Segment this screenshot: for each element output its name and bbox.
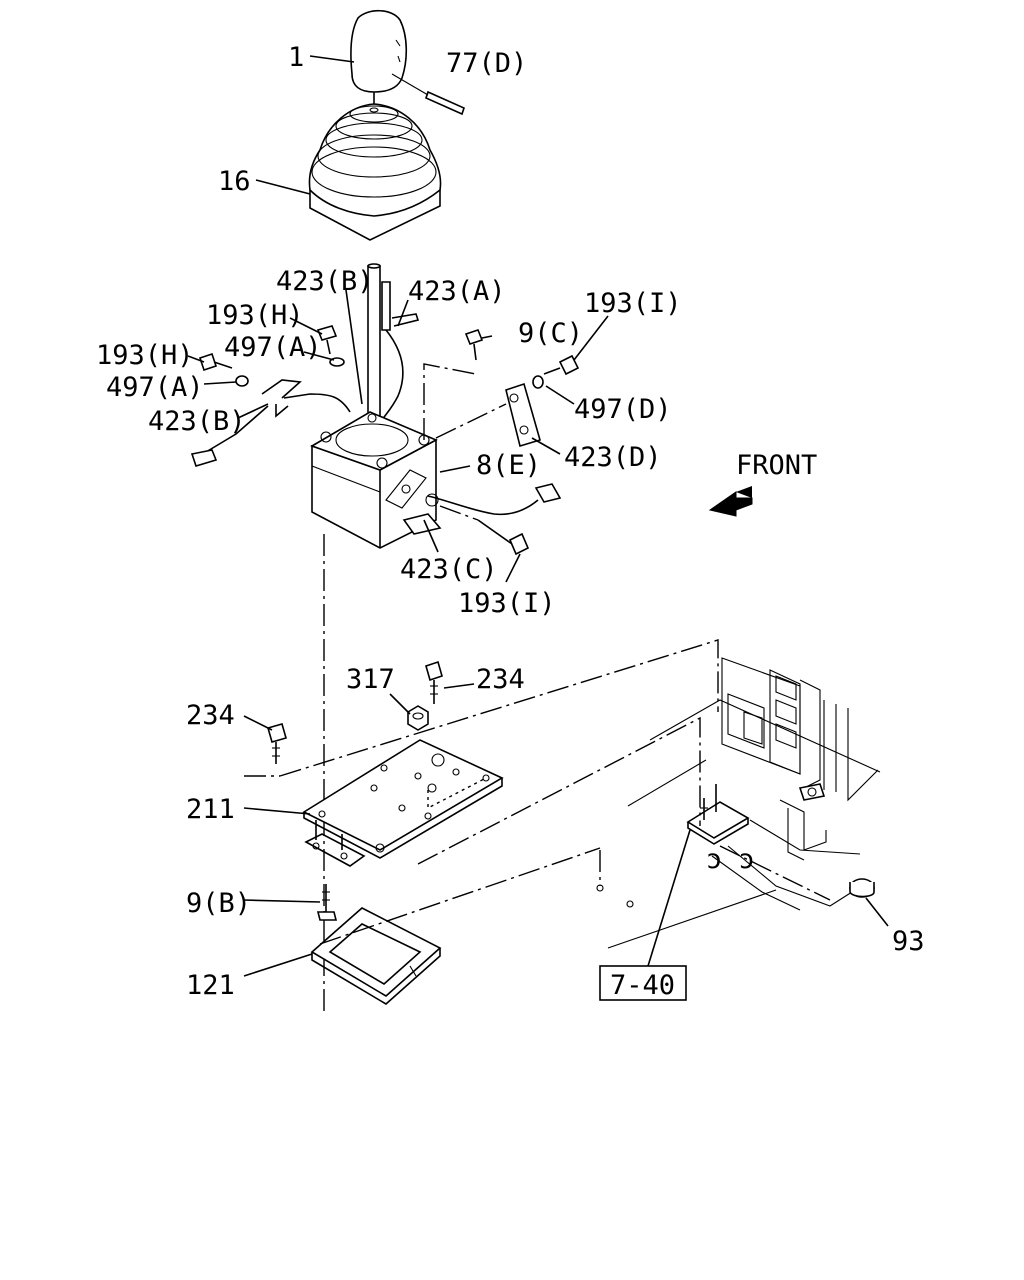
- front-arrow: [708, 486, 753, 517]
- lever-shaft: [190, 263, 420, 467]
- label-234-left: 234: [186, 700, 235, 731]
- valve-body: [310, 411, 562, 549]
- label-121: 121: [186, 970, 235, 1001]
- label-93: 93: [892, 926, 925, 957]
- bracket-423d: [505, 382, 541, 448]
- washer-497a-b: [235, 375, 249, 387]
- label-497a-a: 497(A): [224, 332, 322, 363]
- cab-floor: ɔ ɔ: [279, 639, 881, 949]
- plug-93: [849, 878, 875, 898]
- boot: [308, 103, 442, 241]
- label-423b-left: 423(B): [148, 406, 246, 437]
- bolt-9b: [316, 884, 338, 921]
- label-1: 1: [288, 42, 304, 73]
- label-193h-a: 193(H): [206, 300, 304, 331]
- label-423b-top: 423(B): [276, 266, 374, 297]
- pin-77d: [391, 73, 465, 116]
- bolt-193h-b: [198, 352, 233, 372]
- knob: [350, 9, 408, 112]
- bolt-234-right: [425, 660, 443, 704]
- label-497d: 497(D): [574, 394, 672, 425]
- ref-box-7-40: [599, 965, 687, 1001]
- label-front: FRONT: [736, 450, 817, 481]
- leader-lines: [187, 55, 889, 977]
- floor-marking: ɔ ɔ: [706, 844, 755, 875]
- bolt-193i-top: [543, 354, 580, 376]
- washer-497d: [532, 375, 544, 389]
- label-497a-b: 497(A): [106, 372, 204, 403]
- bolt-193h-a: [316, 325, 338, 355]
- label-16: 16: [218, 166, 251, 197]
- bolt-9c: [464, 329, 484, 361]
- label-77d: 77(D): [446, 48, 527, 79]
- nut-317: [407, 705, 429, 731]
- label-423d: 423(D): [564, 442, 662, 473]
- valve-centerlines: [323, 363, 507, 1012]
- label-ref-7-40: 7-40: [610, 970, 675, 1001]
- bolt-193i-bottom: [477, 519, 530, 556]
- label-234-right: 234: [476, 664, 525, 695]
- label-193i-top: 193(I): [584, 288, 682, 319]
- label-8e: 8(E): [476, 450, 541, 481]
- label-9c: 9(C): [518, 318, 583, 349]
- label-423c: 423(C): [400, 554, 498, 585]
- label-193h-b: 193(H): [96, 340, 194, 371]
- label-317: 317: [346, 664, 395, 695]
- mount-plate: [302, 739, 504, 867]
- cab-frame: [721, 657, 879, 861]
- label-9b: 9(B): [186, 888, 251, 919]
- label-211: 211: [186, 794, 235, 825]
- label-193i-bottom: 193(I): [458, 588, 556, 619]
- label-423a: 423(A): [408, 276, 506, 307]
- seal-ring: [310, 907, 442, 1005]
- bolt-234-left: [267, 723, 287, 764]
